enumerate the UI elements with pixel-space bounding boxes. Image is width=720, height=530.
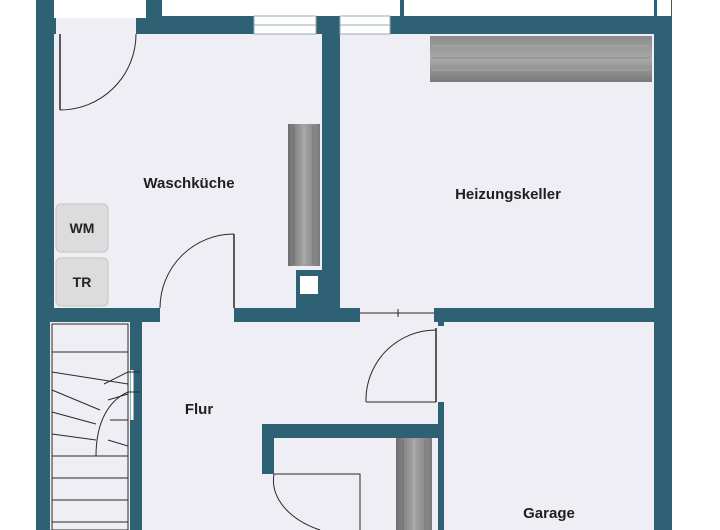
washing-machine: WM — [55, 203, 109, 253]
room-garage — [444, 322, 654, 530]
staircase — [51, 323, 140, 530]
exterior-top-left — [54, 0, 146, 18]
cabinet-heizungskeller — [430, 36, 652, 82]
window-top-2 — [339, 15, 391, 35]
door-waschkueche-top — [56, 18, 137, 111]
room-label-garage: Garage — [523, 505, 575, 522]
door-garage — [365, 326, 446, 403]
inner-wall-v — [262, 424, 274, 474]
washing-machine-label: WM — [70, 220, 95, 236]
dryer: TR — [55, 257, 109, 307]
stair-area — [50, 322, 130, 530]
door-waschkueche-flur — [159, 233, 235, 324]
shaft — [300, 276, 318, 294]
exterior-top-right — [404, 0, 654, 16]
cabinet-flur — [396, 438, 432, 530]
dryer-label: TR — [73, 274, 92, 290]
cabinet-waschkueche — [288, 124, 320, 266]
inner-wall-h — [262, 424, 438, 438]
room-label-flur: Flur — [185, 401, 213, 418]
door-flur-bottom — [272, 473, 361, 530]
exterior-top-mid — [162, 0, 400, 16]
window-top-1 — [253, 15, 317, 35]
exterior-top-corner — [657, 0, 671, 16]
door-heizungskeller — [360, 306, 434, 324]
room-label-heizungskeller: Heizungskeller — [455, 186, 561, 203]
room-label-waschkueche: Waschküche — [143, 175, 234, 192]
